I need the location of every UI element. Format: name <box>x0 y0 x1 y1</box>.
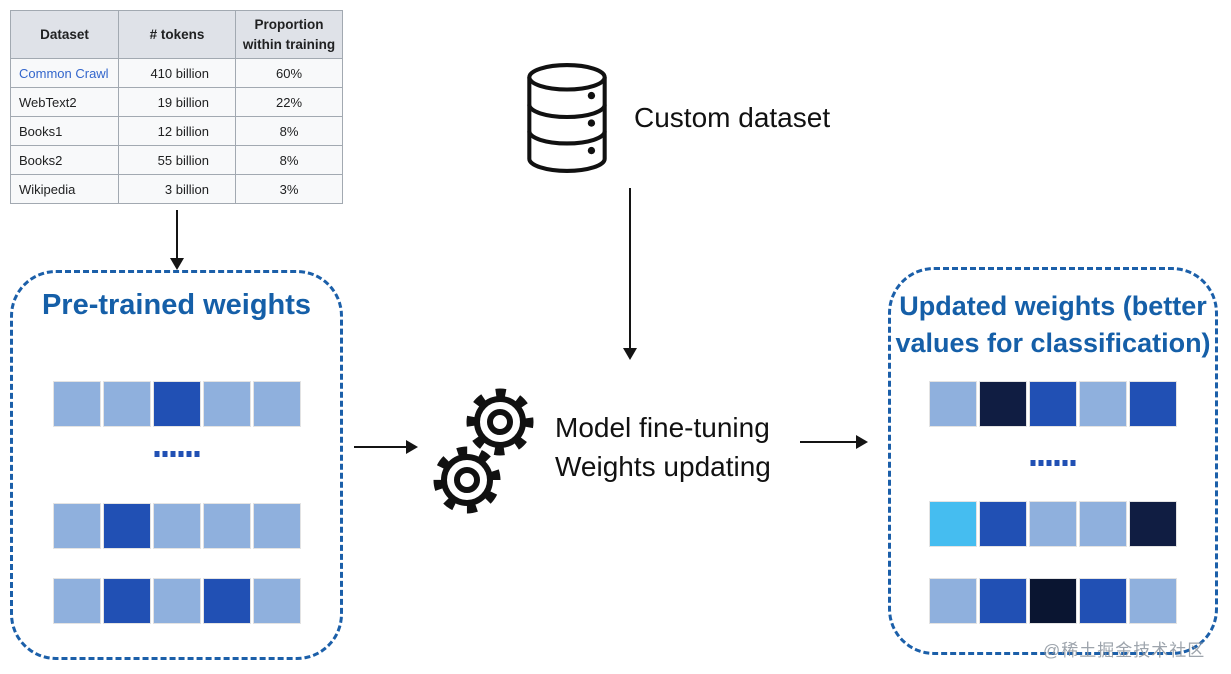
weight-cell-mid <box>1079 578 1127 624</box>
weight-row <box>929 501 1177 547</box>
proportion-cell: 22% <box>235 87 343 117</box>
pretrained-weights-title: Pre-trained weights <box>41 289 312 321</box>
ellipsis-dot <box>1054 460 1060 466</box>
dataset-cell: Books2 <box>10 145 119 175</box>
ellipsis-dot <box>186 451 191 457</box>
weight-cell-light <box>52 503 101 549</box>
updated-weights-title-line2: values for classification) <box>895 328 1211 358</box>
weight-cell-mid <box>202 578 251 624</box>
custom-dataset: Custom dataset <box>526 62 830 174</box>
weight-cell-light <box>1029 501 1077 547</box>
gears-icon <box>433 388 534 514</box>
ellipsis-dot <box>178 451 183 457</box>
proportion-cell: 8% <box>235 145 343 175</box>
weight-row <box>52 503 301 549</box>
weight-cell-light <box>202 381 251 427</box>
weight-cell-light <box>52 578 101 624</box>
weight-cell-navy <box>979 381 1027 427</box>
proportion-cell: 60% <box>235 58 343 88</box>
header-dataset: Dataset <box>10 10 119 59</box>
custom-dataset-label: Custom dataset <box>634 102 831 133</box>
proportion-cell: 3% <box>235 174 343 204</box>
tokens-cell: 3 billion <box>118 174 236 204</box>
weight-cell-light <box>152 503 201 549</box>
weight-cell-light <box>152 578 201 624</box>
updated-weights-title: Updated weights (better values for class… <box>891 270 1215 362</box>
tokens-cell: 410 billion <box>118 58 236 88</box>
ellipsis-dot <box>194 451 199 457</box>
watermark: @稀土掘金技术社区 <box>1043 641 1206 660</box>
dataset-cell: WebText2 <box>10 87 119 117</box>
weight-row <box>52 578 301 624</box>
weight-cell-light <box>1129 578 1177 624</box>
weight-cell-light <box>252 503 301 549</box>
dataset-cell: Books1 <box>10 116 119 146</box>
process-label-line2: Weights updating <box>555 451 771 482</box>
header-proportion: Proportion within training <box>235 10 343 59</box>
proportion-cell: 8% <box>235 116 343 146</box>
ellipsis-dot <box>1046 460 1052 466</box>
weight-cell-light <box>252 578 301 624</box>
dataset-cell[interactable]: Common Crawl <box>10 58 119 88</box>
ellipsis-dot <box>162 451 167 457</box>
dataset-cell: Wikipedia <box>10 174 119 204</box>
weight-cell-light <box>1079 381 1127 427</box>
weight-cell-mid <box>1029 381 1077 427</box>
weight-cell-mid <box>152 381 201 427</box>
weight-cell-light <box>1079 501 1127 547</box>
tokens-cell: 19 billion <box>118 87 236 117</box>
weight-cell-mid <box>979 501 1027 547</box>
ellipsis-dots <box>154 451 199 457</box>
weight-cell-light <box>929 381 977 427</box>
weight-cell-mid <box>102 503 151 549</box>
tokens-cell: 12 billion <box>118 116 236 146</box>
ellipsis-dot <box>154 451 159 457</box>
ellipsis-dots <box>1030 460 1076 466</box>
weight-cell-mid <box>979 578 1027 624</box>
table-header-row: Dataset # tokens Proportion within train… <box>10 10 343 59</box>
weight-cell-light <box>929 578 977 624</box>
dataset-table: Dataset # tokens Proportion within train… <box>10 10 343 204</box>
header-tokens: # tokens <box>118 10 236 59</box>
updated-weights-box: Updated weights (better values for class… <box>888 267 1218 655</box>
weight-cell-light <box>102 381 151 427</box>
ellipsis-dot <box>1038 460 1044 466</box>
ellipsis-dot <box>1030 460 1036 466</box>
weight-cell-mid <box>1129 381 1177 427</box>
weight-cell-darkest <box>1029 578 1077 624</box>
weight-cell-light <box>252 381 301 427</box>
weight-cell-mid <box>102 578 151 624</box>
updated-weights-title-line1: Updated weights (better <box>899 291 1207 321</box>
pretrained-weights-box: Pre-trained weights <box>10 270 343 660</box>
weight-cell-navy <box>1129 501 1177 547</box>
tokens-cell: 55 billion <box>118 145 236 175</box>
weight-cell-cyan <box>929 501 977 547</box>
ellipsis-dot <box>1070 460 1076 466</box>
weight-cell-light <box>52 381 101 427</box>
weight-row <box>52 381 301 427</box>
ellipsis-dot <box>170 451 175 457</box>
ellipsis-dot <box>1062 460 1068 466</box>
weight-row <box>929 578 1177 624</box>
database-icon <box>527 63 607 173</box>
weight-cell-light <box>202 503 251 549</box>
process-label: Model fine-tuning Weights updating <box>555 408 771 486</box>
weight-row <box>929 381 1177 427</box>
process-label-line1: Model fine-tuning <box>555 412 770 443</box>
